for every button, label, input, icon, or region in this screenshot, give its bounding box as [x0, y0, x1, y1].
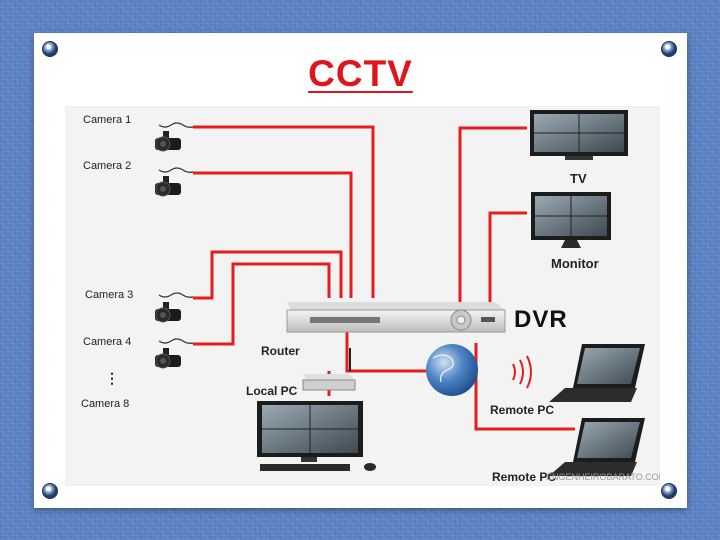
local-pc-icon — [257, 401, 376, 471]
pin-icon — [42, 483, 58, 499]
pin-icon — [42, 41, 58, 57]
monitor-label: Monitor — [551, 256, 599, 271]
camera-4-label: Camera 4 — [83, 336, 132, 348]
camera-3-label: Camera 3 — [85, 289, 134, 301]
tv-icon — [530, 110, 628, 160]
monitor-icon — [531, 192, 611, 248]
camera-2-label: Camera 2 — [83, 160, 132, 172]
remote-pc-1-label: Remote PC — [490, 403, 555, 417]
wireless-icon — [512, 355, 532, 389]
pin-icon — [661, 41, 677, 57]
slide-title: CCTV — [34, 53, 687, 95]
remote-pc-2-label: Remote PC — [492, 470, 557, 484]
pin-icon — [661, 483, 677, 499]
camera-icon — [155, 167, 194, 197]
router-icon — [302, 348, 356, 391]
watermark: ENGENHEIROBARATO.COM — [546, 472, 660, 482]
dvr-icon — [286, 302, 506, 333]
dvr-label: DVR — [514, 306, 568, 333]
diagram-graphics — [155, 110, 645, 476]
router-label: Router — [261, 344, 300, 358]
globe-icon — [426, 344, 478, 396]
wires — [193, 125, 575, 431]
local-pc-label: Local PC — [246, 384, 298, 398]
cctv-diagram: Camera 1 Camera 2 Camera 3 Camera 4 ⋮ Ca… — [65, 106, 660, 486]
camera-icon — [155, 292, 194, 323]
laptop-icon — [549, 344, 645, 402]
camera-icon — [155, 122, 194, 152]
slide-title-text: CCTV — [308, 53, 413, 94]
slide: CCTV — [34, 33, 687, 508]
ellipsis-label: ⋮ — [105, 370, 119, 386]
tv-label: TV — [570, 171, 587, 186]
camera-icon — [155, 338, 194, 369]
laptop-icon — [549, 418, 645, 476]
camera-1-label: Camera 1 — [83, 114, 132, 126]
camera-8-label: Camera 8 — [81, 398, 130, 410]
